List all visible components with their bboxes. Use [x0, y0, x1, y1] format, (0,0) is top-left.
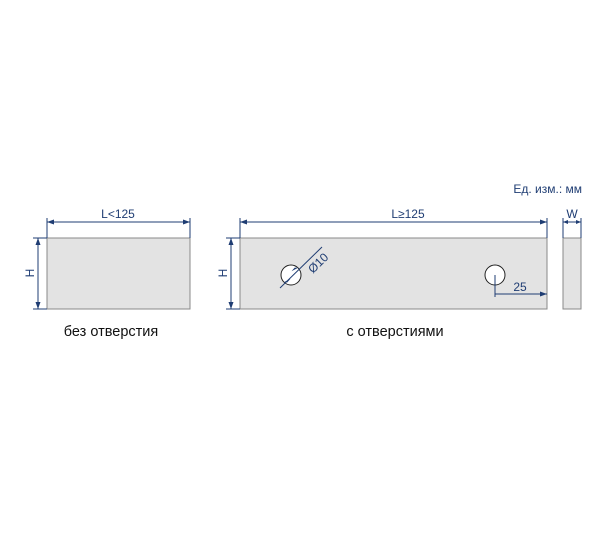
- part-with-holes: L≥125 H Ø10 25 с отверстиями: [216, 207, 548, 340]
- length-label-with-holes: L≥125: [391, 207, 425, 221]
- height-arrow-bottom-with-holes: [228, 302, 234, 309]
- length-arrow-left-no-hole: [47, 219, 54, 225]
- height-arrow-top-with-holes: [228, 238, 234, 245]
- diameter-arrow-lower: [283, 278, 291, 283]
- height-label-with-holes: H: [216, 269, 230, 278]
- width-arrow-left: [563, 220, 568, 224]
- offset-dimension: [494, 275, 547, 297]
- length-dimension-with-holes: [239, 218, 548, 238]
- height-dimension-no-hole: [33, 237, 47, 310]
- hole-left: [280, 264, 302, 286]
- length-label-no-hole: L<125: [101, 207, 135, 221]
- width-arrow-right: [576, 220, 581, 224]
- part-no-hole: L<125 H без отверстия: [23, 207, 191, 340]
- length-arrow-right-no-hole: [183, 219, 190, 225]
- caption-with-holes: с отверстиями: [346, 324, 443, 340]
- length-arrow-right-with-holes: [540, 219, 547, 225]
- width-label: W: [566, 207, 578, 221]
- offset-arrow: [540, 291, 547, 297]
- length-arrow-left-with-holes: [240, 219, 247, 225]
- length-dimension-no-hole: [46, 218, 191, 238]
- side-view: W: [562, 207, 582, 310]
- diameter-arrow-upper: [291, 267, 299, 272]
- offset-label: 25: [513, 280, 527, 294]
- units-label: Ед. изм.: мм: [513, 182, 582, 196]
- caption-no-hole: без отверстия: [64, 324, 158, 340]
- height-dimension-with-holes: [226, 237, 240, 310]
- side-view-body: [562, 237, 582, 310]
- part-no-hole-body: [46, 237, 191, 310]
- height-arrow-bottom-no-hole: [35, 302, 41, 309]
- height-label-no-hole: H: [23, 269, 37, 278]
- height-arrow-top-no-hole: [35, 238, 41, 245]
